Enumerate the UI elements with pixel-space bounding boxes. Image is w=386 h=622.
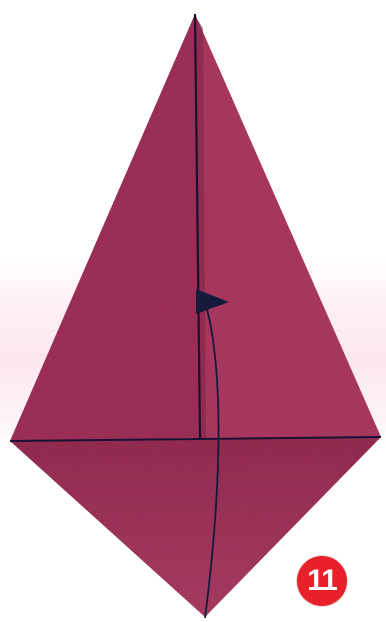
upper-right-panel [195, 14, 381, 438]
upper-left-panel [10, 14, 200, 441]
step-number-badge: 11 [297, 556, 347, 606]
step-number: 11 [307, 564, 337, 598]
